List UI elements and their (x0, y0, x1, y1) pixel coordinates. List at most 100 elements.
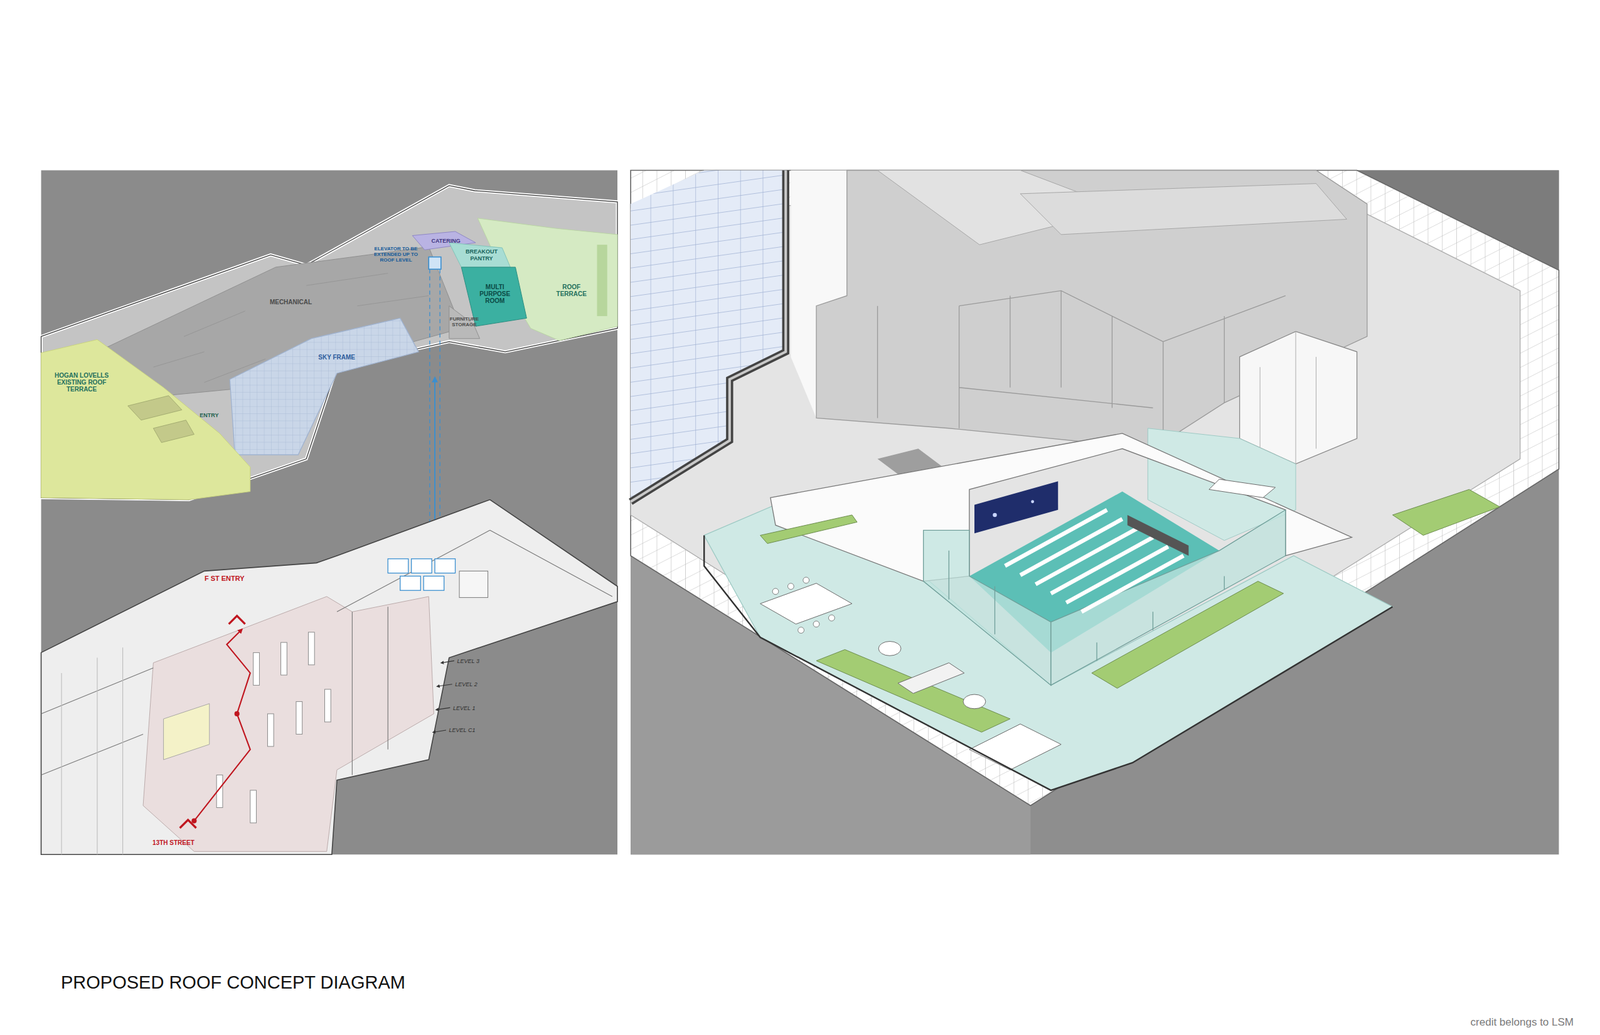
entry-route (193, 630, 250, 822)
entry-route (191, 818, 197, 824)
building-columns (253, 652, 260, 686)
building-cutaway (61, 647, 123, 855)
elevator-shaft (428, 257, 442, 270)
building-columns (281, 642, 288, 676)
building-columns (267, 714, 274, 747)
seating-rows (1127, 515, 1190, 556)
terrace-zone (153, 420, 194, 443)
zone-label-box: BREAKOUT PANTRY (459, 247, 504, 262)
building-cutaway (143, 596, 434, 852)
skylight (630, 170, 786, 502)
zone-name: SKY FRAME (318, 353, 356, 361)
zone-label-box: CATERING (430, 237, 462, 245)
sky-frame-zone (229, 318, 419, 455)
terrace-furniture (897, 663, 965, 694)
skylight (630, 170, 786, 502)
lower-elevators (387, 559, 409, 574)
lower-elevators (434, 559, 456, 574)
terrace-furniture (787, 583, 794, 590)
building-cutaway (41, 500, 618, 856)
terrace-furniture (969, 724, 1062, 770)
plan-label: F ST ENTRY (204, 574, 245, 583)
terrace-furniture (963, 694, 986, 710)
pantry-zone (449, 242, 511, 268)
zone-name: HOGAN LOVELLS EXISTING ROOF TERRACE (52, 372, 111, 394)
roof-plan (41, 185, 618, 501)
terrace-furniture (813, 621, 820, 628)
display-screen (974, 481, 1058, 534)
building-cutaway (163, 704, 210, 760)
elevator-shaft (428, 257, 442, 556)
side-pavilion (1239, 331, 1358, 464)
lower-elevators (411, 559, 433, 574)
display-screen (974, 481, 1058, 534)
elevator-shaft (439, 269, 441, 556)
zone-name: CATERING (431, 237, 461, 245)
zone-label-box: HOGAN LOVELLS EXISTING ROOF TERRACE (51, 371, 112, 395)
planters (816, 650, 1011, 733)
credit-caption: credit belongs to LSM (1470, 1016, 1574, 1030)
right-panel-ground (630, 170, 1559, 855)
roof-plan (41, 185, 618, 501)
building-columns (324, 689, 331, 723)
building-columns (296, 701, 303, 735)
zone-name: BREAKOUT PANTRY (461, 248, 503, 262)
roof-slab (630, 170, 1559, 806)
zone-name: MECHANICAL (269, 298, 312, 306)
planters (1091, 581, 1284, 689)
terrace-furniture (798, 627, 805, 634)
roof-terrace-zone (597, 244, 608, 317)
right-panel-ground (630, 170, 1559, 855)
level-label: LEVEL 3 (457, 658, 480, 665)
level-leader (437, 684, 453, 687)
terrace-zone (41, 339, 251, 500)
skylight (630, 170, 786, 502)
roof-plan (41, 185, 618, 501)
level-leader (436, 707, 450, 710)
glass-railing (704, 535, 1393, 790)
lower-elevators (387, 559, 488, 598)
pavilion-walls (770, 433, 1353, 686)
terrace-zone (41, 339, 251, 500)
glass-railing (704, 535, 1393, 790)
terrace-furniture (772, 588, 779, 595)
diagram-title: PROPOSED ROOF CONCEPT DIAGRAM (60, 972, 406, 994)
terrace-furniture (878, 641, 902, 657)
level-leader (433, 660, 455, 733)
entry-route (234, 711, 240, 717)
level-label: LEVEL 1 (453, 705, 475, 712)
lower-elevators (423, 576, 445, 591)
terrace-furniture (760, 583, 853, 625)
terrace-furniture (1209, 479, 1276, 498)
level-label: LEVEL 2 (454, 681, 477, 688)
lower-elevators (459, 570, 489, 598)
display-screen (992, 513, 998, 518)
pantry-zone (449, 242, 511, 268)
building-cutaway (41, 500, 618, 856)
terrace-zone (128, 395, 182, 421)
terrace-furniture (760, 479, 1276, 770)
zone-name: FURNITURE STORAGE (446, 316, 482, 329)
zone-name: MULTI PURPOSE ROOM (473, 283, 517, 305)
skylight (630, 170, 786, 502)
sky-frame-zone (229, 318, 419, 455)
level-leader (433, 730, 447, 733)
zone-label-box: ROOF TERRACE (549, 282, 594, 299)
seating-rows (1005, 510, 1184, 613)
level-leader (441, 660, 455, 663)
zone-label-box: MECHANICAL (268, 298, 314, 307)
entry-route (180, 616, 251, 829)
seating-rows (1005, 510, 1190, 613)
elevator-shaft (429, 269, 430, 556)
zone-label-box: MULTI PURPOSE ROOM (472, 282, 518, 306)
terrace-deck (704, 428, 1393, 791)
side-pavilion (1259, 331, 1316, 464)
building-columns (308, 632, 315, 666)
terrace-furniture (828, 614, 836, 622)
service-rooms (1020, 183, 1347, 235)
elevator-shaft (434, 379, 436, 526)
planters (1392, 489, 1500, 536)
building-cutaway (41, 530, 613, 775)
